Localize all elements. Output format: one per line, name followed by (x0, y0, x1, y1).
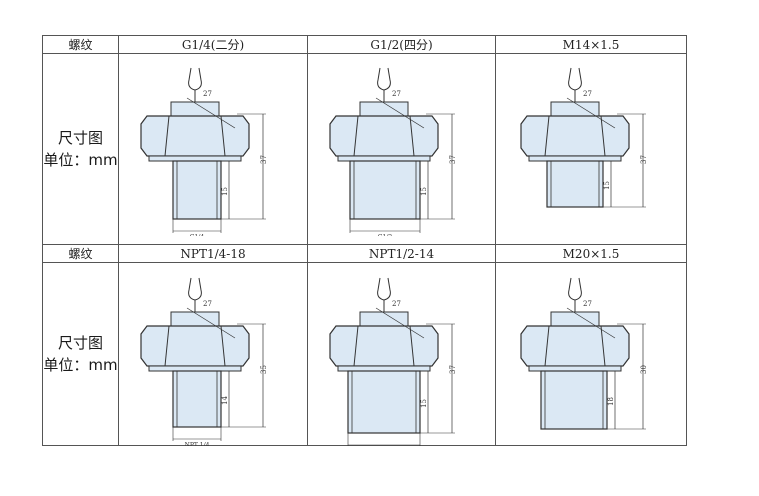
hex-size-label: 27 (203, 300, 212, 308)
thread-body (349, 160, 421, 220)
hex-nut (329, 115, 439, 157)
collar (337, 155, 431, 162)
hex-nut (520, 115, 630, 157)
dimension-drawing-label: 尺寸图 单位：mm (43, 263, 118, 445)
collar (528, 365, 622, 372)
fitting-drawing: 27 37 15G1/2 (318, 58, 486, 236)
height-dim-label: 37 (260, 155, 268, 164)
thread-body (540, 370, 608, 430)
hex-size-label: 27 (583, 300, 592, 308)
grid-line (118, 36, 119, 445)
cable (568, 67, 582, 91)
collar (148, 365, 242, 372)
thread-header-label: 螺纹 (68, 38, 93, 52)
cable (188, 67, 202, 91)
height-dim-label: 37 (449, 365, 457, 374)
thread-body (172, 370, 222, 428)
fitting-drawing: 27 37 15 (509, 58, 677, 236)
fitting-drawing: 27 30 18 (509, 268, 677, 446)
thread-dimension-table: 螺纹 G1/4(二分) G1/2(四分) M14×1.5 尺寸图 单位：mm 螺… (42, 35, 687, 446)
collar (528, 155, 622, 162)
hex-nut (140, 115, 250, 157)
thread-length-label: 15 (420, 187, 428, 196)
thread-header-label: 螺纹 (68, 247, 93, 261)
column-header-g12: G1/2(四分) (370, 38, 433, 52)
height-dim-label: 37 (449, 155, 457, 164)
label-line-2: 单位：mm (43, 356, 118, 374)
grid-line (495, 36, 496, 445)
thread-type-label: G1/2 (378, 234, 393, 236)
collar (148, 155, 242, 162)
cable (377, 67, 391, 91)
hex-size-label: 27 (392, 90, 401, 98)
column-header-npt12: NPT1/2-14 (368, 246, 435, 261)
hex-size-label: 27 (203, 90, 212, 98)
thread-body (347, 370, 421, 434)
hex-nut (329, 325, 439, 367)
height-dim-label: 30 (640, 365, 648, 374)
hex-size-label: 27 (583, 90, 592, 98)
thread-length-label: 14 (221, 396, 229, 405)
thread-length-label: 15 (603, 181, 611, 190)
grid-line (43, 53, 686, 54)
fitting-svg: 27 37 15 (520, 67, 648, 208)
grid-line (307, 36, 308, 445)
fitting-svg: 273715NPT 1/2 (329, 277, 457, 446)
cable (377, 277, 391, 301)
thread-body (172, 160, 222, 220)
thread-length-label: 15 (420, 399, 428, 408)
cable (188, 277, 202, 301)
hex-size-label: 27 (392, 300, 401, 308)
thread-type-label: NPT 1/4 (185, 442, 210, 446)
dimension-drawing-label: 尺寸图 单位：mm (43, 54, 118, 244)
label-line-1: 尺寸图 (57, 334, 103, 352)
column-header-g14: G1/4(二分) (181, 38, 245, 52)
fitting-drawing: 27 37 15G1/4 (129, 58, 297, 236)
fitting-svg: 27 37 15G1/4 (140, 67, 268, 236)
column-header-npt14: NPT1/4-18 (180, 246, 246, 261)
fitting-svg: 27 37 15G1/2 (329, 67, 457, 236)
hex-nut (520, 325, 630, 367)
grid-line (43, 244, 686, 245)
label-line-1: 尺寸图 (57, 129, 103, 147)
label-line-2: 单位：mm (43, 151, 118, 169)
column-header-m20: M20×1.5 (562, 246, 620, 261)
thread-length-label: 15 (221, 187, 229, 196)
fitting-svg: 27 30 18 (520, 277, 648, 430)
height-dim-label: 35 (260, 365, 268, 374)
collar (337, 365, 431, 372)
thread-length-label: 18 (607, 397, 615, 406)
height-dim-label: 37 (640, 155, 648, 164)
thread-body (546, 160, 604, 208)
cable (568, 277, 582, 301)
column-header-m14: M14×1.5 (562, 37, 620, 52)
thread-type-label: G1/4 (190, 234, 205, 236)
fitting-drawing: 273715NPT 1/2 (318, 268, 486, 446)
grid-line (43, 262, 686, 263)
hex-nut (140, 325, 250, 367)
